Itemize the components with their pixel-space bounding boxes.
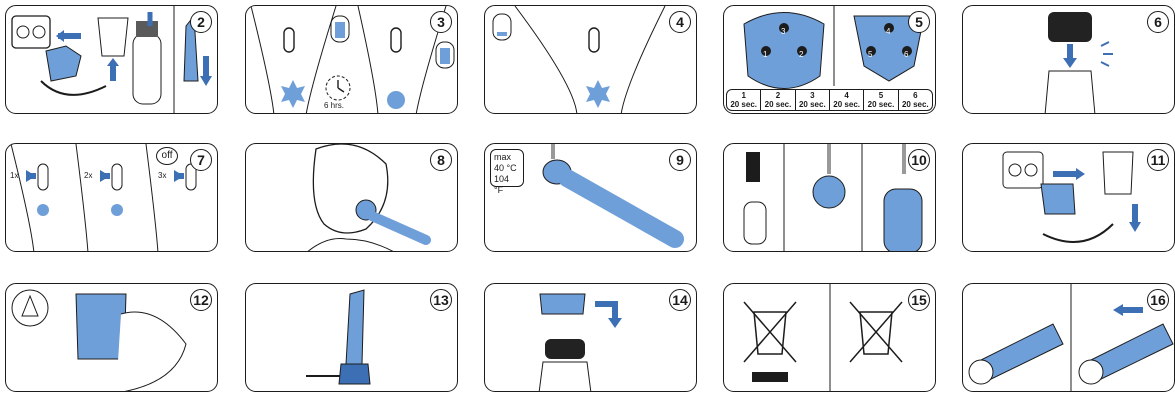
step-16-panel: 16	[962, 283, 1175, 392]
unplug-charger-illustration	[963, 144, 1175, 252]
disposal-symbol-illustration	[724, 284, 936, 392]
dry-charger-illustration	[6, 284, 218, 392]
step-number: 3	[430, 11, 452, 33]
step-7-panel: 1x 2x 3x off 7	[5, 143, 218, 252]
step-number: 11	[1147, 149, 1169, 171]
cleansing-face-illustration	[246, 144, 458, 252]
step-number: 7	[190, 149, 212, 171]
step-number: 14	[669, 289, 691, 311]
zone-label-4: 4	[886, 27, 890, 36]
press-twice-label: 2x	[84, 171, 92, 180]
speed-setting-illustration	[6, 144, 218, 252]
step-4-panel: 4	[484, 5, 697, 114]
temperature-badge: max 40 °C 104 °F	[490, 149, 524, 187]
step-number: 8	[430, 149, 452, 171]
clean-brush-head-illustration	[724, 144, 936, 252]
press-once-label: 1x	[10, 171, 18, 180]
step-10-panel: 10	[723, 143, 936, 252]
step-13-panel: 13	[245, 283, 458, 392]
step-12-panel: 12	[5, 283, 218, 392]
press-thrice-label: 3x	[158, 171, 166, 180]
charging-illustration	[246, 6, 458, 114]
step-8-panel: 8	[245, 143, 458, 252]
step-number: 5	[908, 11, 930, 33]
off-label: off	[156, 147, 178, 165]
step-6-panel: 6	[962, 5, 1175, 114]
zone-label-5: 5	[868, 50, 872, 59]
step-number: 2	[190, 11, 212, 33]
low-battery-illustration	[485, 6, 697, 114]
zone-label-1: 1	[763, 50, 767, 59]
store-device-illustration	[246, 284, 458, 392]
step-3-panel: 6 hrs. 3	[245, 5, 458, 114]
step-number: 16	[1147, 289, 1169, 311]
zone-label-6: 6	[904, 50, 908, 59]
step-2-panel: 2	[5, 5, 218, 114]
zone-label-2: 2	[799, 50, 803, 59]
attach-brush-head-illustration	[963, 6, 1175, 114]
step-15-panel: 15	[723, 283, 936, 392]
step-number: 10	[908, 149, 930, 171]
attach-cap-illustration	[485, 284, 697, 392]
remove-battery-illustration	[963, 284, 1175, 392]
plug-in-charger-illustration	[6, 6, 218, 114]
charge-time-label: 6 hrs.	[324, 101, 344, 110]
zone-label-3: 3	[781, 27, 785, 36]
step-number: 4	[669, 11, 691, 33]
step-number: 12	[190, 289, 212, 311]
step-number: 15	[908, 289, 930, 311]
step-number: 9	[669, 149, 691, 171]
step-9-panel: max 40 °C 104 °F 9	[484, 143, 697, 252]
step-11-panel: 11	[962, 143, 1175, 252]
step-number: 6	[1147, 11, 1169, 33]
step-14-panel: 14	[484, 283, 697, 392]
step-number: 13	[430, 289, 452, 311]
